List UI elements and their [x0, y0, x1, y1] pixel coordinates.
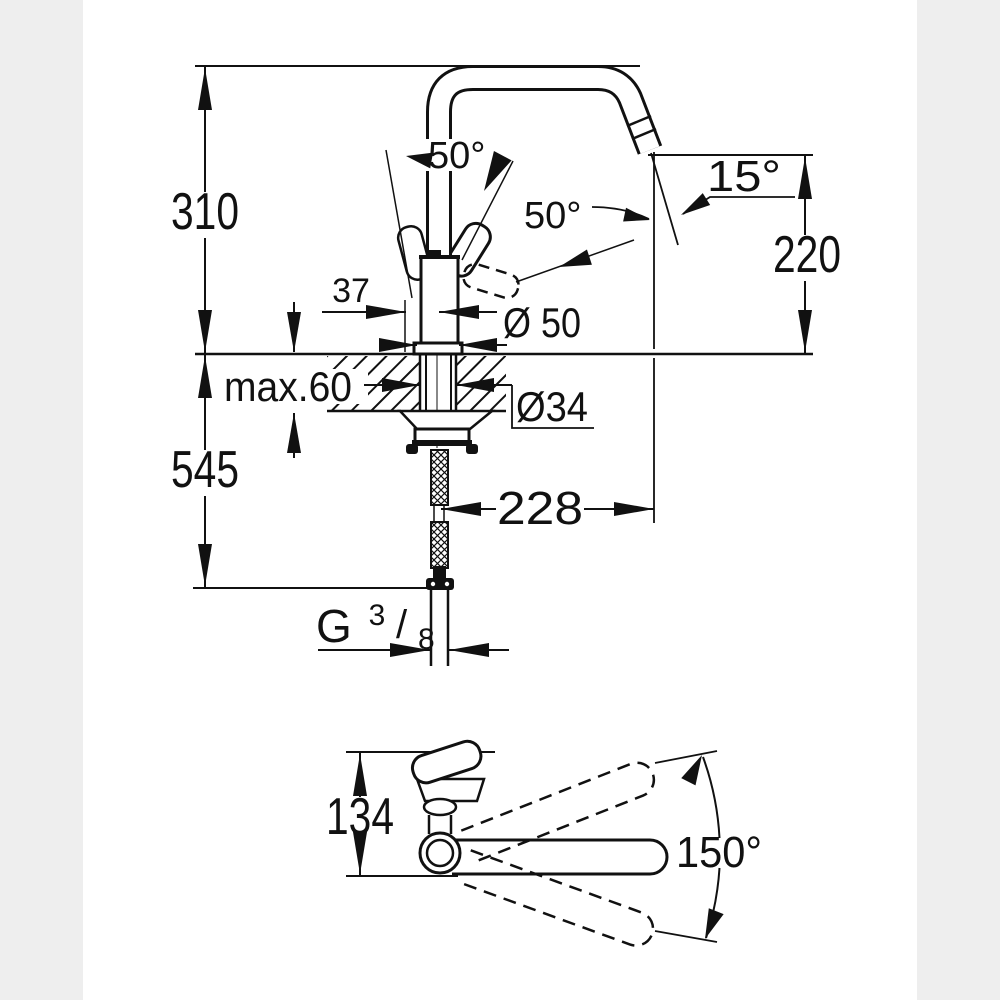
mounting-bolt-right	[466, 444, 478, 454]
dim-spout-reach-label: 228	[497, 482, 583, 534]
mounting-bolt-left	[406, 444, 418, 454]
arrowhead	[439, 305, 479, 319]
dim-length-below-deck-label: 545	[171, 441, 239, 499]
arrowhead	[353, 832, 367, 874]
arrowhead	[798, 310, 812, 352]
arrowhead	[198, 68, 212, 110]
arrowhead	[681, 755, 702, 786]
topview-body-collar	[422, 797, 458, 817]
cartridge-tab	[427, 250, 441, 258]
thread-letter: G	[316, 600, 352, 652]
arrowhead	[459, 338, 497, 352]
arrowhead	[681, 193, 711, 215]
stream-angle-line	[650, 152, 679, 246]
arrowhead	[198, 356, 212, 398]
lever-axis-up	[461, 160, 514, 261]
dim-base-diameter-label: Ø 50	[503, 299, 581, 346]
arrowhead	[484, 150, 512, 191]
arrowhead	[198, 310, 212, 352]
arrowhead	[287, 413, 301, 453]
arrowhead	[441, 502, 481, 516]
arrowhead	[198, 544, 212, 586]
arrowhead	[406, 152, 433, 169]
swivel-base-inner	[425, 838, 455, 868]
arrowhead	[449, 643, 489, 657]
faucet-top-view	[346, 739, 721, 947]
arrowhead	[379, 338, 417, 352]
dim-stream-angle-label: 15°	[707, 152, 781, 201]
hose-connector-nut	[426, 578, 454, 590]
topview-handle-paddle	[410, 739, 483, 785]
dim-swivel-range-label: 150°	[676, 828, 762, 877]
dim-thread-label: G 3 / 8	[316, 583, 435, 656]
mounting-washer	[397, 409, 496, 431]
topview-body	[415, 777, 486, 803]
mounting-hardware	[397, 409, 496, 454]
faucet-side-view	[193, 65, 813, 666]
dim-max-deck-thickness-label: max.60	[224, 363, 352, 410]
swivel-extension-top	[654, 750, 718, 764]
dim-handle-swing-forward-label: 50°	[524, 195, 581, 237]
lever-axis-back	[385, 149, 413, 299]
arrowhead	[798, 157, 812, 199]
arrowhead	[366, 305, 406, 319]
dim-body-height-label: 134	[326, 788, 394, 846]
arrowhead	[287, 312, 301, 352]
dimension-layer: 310 545 220 228 37 Ø 50 max.60 Ø34 15° 5…	[170, 66, 844, 939]
mousseur-band-line2	[631, 127, 657, 141]
thread-numerator: 3	[369, 599, 386, 632]
arrowhead	[353, 754, 367, 796]
handle-lever-forward-position	[462, 262, 520, 300]
mounting-bar	[412, 440, 472, 446]
dim-hole-diameter-label: Ø34	[516, 383, 588, 430]
swivel-extension-bottom	[654, 930, 718, 943]
arrowhead	[382, 378, 420, 392]
angle-arc-50-forward	[591, 206, 650, 220]
faucet-body	[419, 255, 460, 347]
base-flange	[412, 341, 464, 356]
arrowhead	[705, 908, 724, 939]
dim-spout-outlet-height-label: 220	[773, 226, 841, 284]
thread-denominator: 8	[418, 623, 435, 656]
supply-hose	[426, 449, 454, 666]
swivel-arc-upper	[702, 756, 721, 839]
arrowhead	[390, 643, 430, 657]
mousseur-band-line1	[626, 114, 652, 128]
dim-height-above-deck-label: 310	[171, 183, 239, 241]
arrowhead	[456, 378, 494, 392]
arrowhead	[614, 502, 654, 516]
arrowhead	[623, 207, 650, 222]
thread-slash: /	[396, 603, 408, 647]
dimension-arrowheads	[198, 68, 812, 939]
arrowhead	[559, 249, 592, 267]
spout-pipe	[426, 65, 663, 258]
dim-handle-swing-back-label: 50°	[428, 135, 485, 177]
dim-body-front-offset-label: 37	[332, 272, 370, 310]
